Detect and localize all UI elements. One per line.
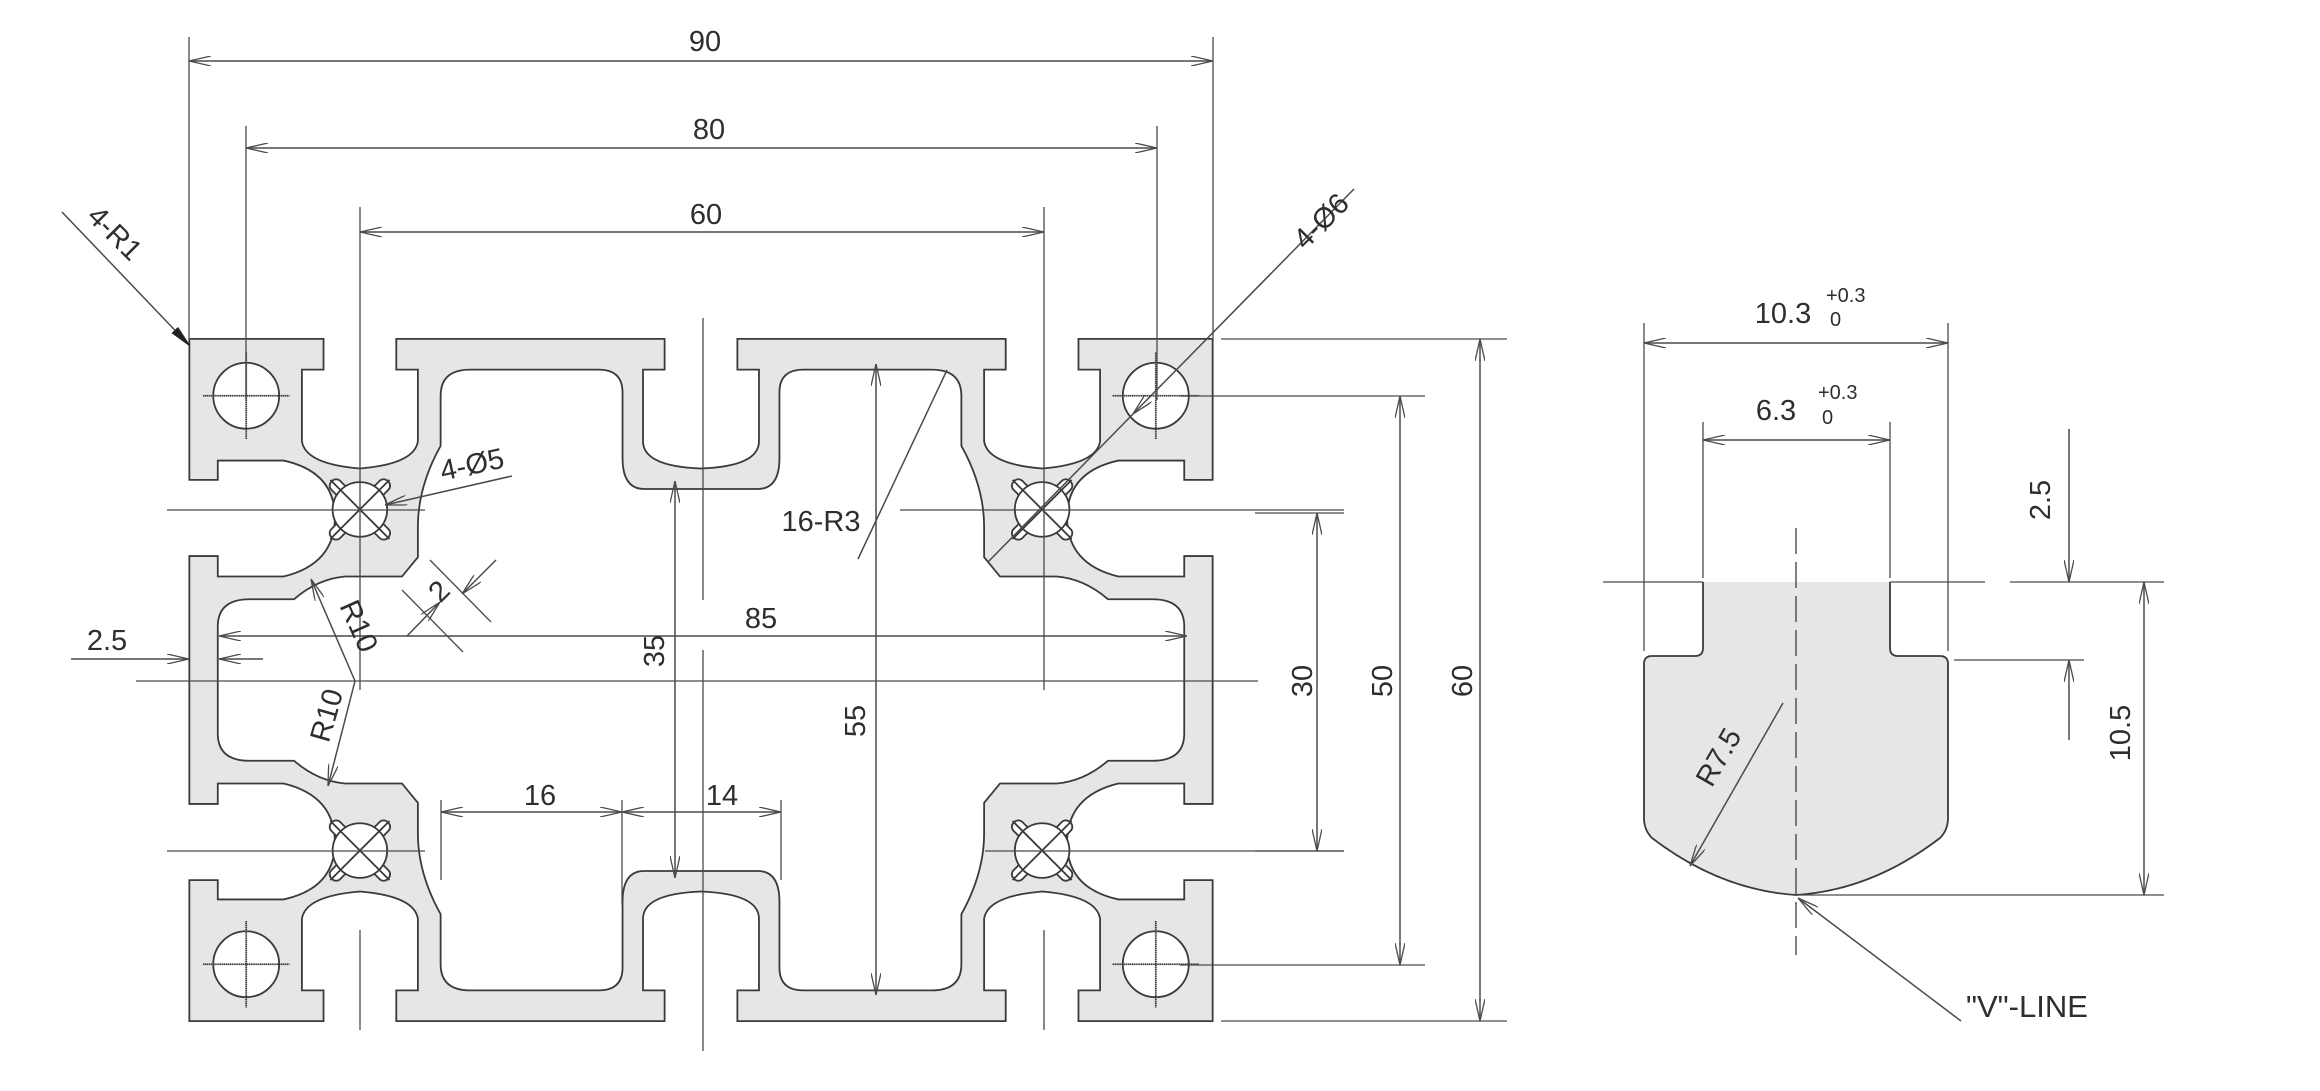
dim-10-3-tol-upper: +0.3	[1826, 285, 1865, 307]
dimension-lines	[61, 61, 1480, 1021]
central-cavity	[218, 370, 1184, 991]
dim-10-3-tol-lower: 0	[1830, 309, 1841, 331]
dimension-labels: 90 80 60 85 2.5 16 14 35 55 30 50 60 2 4…	[81, 26, 1479, 812]
dim-50: 50	[1367, 665, 1399, 697]
dim-60: 60	[690, 199, 722, 231]
slot-detail-view: 10.3 +0.3 0 6.3 +0.3 0 2.5 10.5 R7.5 "V"…	[1603, 285, 2164, 1024]
dim-14: 14	[706, 780, 738, 812]
leader-4-o6	[987, 413, 1134, 563]
dim-35: 35	[639, 635, 671, 667]
callout-4-r1: 4-R1	[81, 200, 148, 267]
leader-4-r1	[61, 211, 191, 347]
leader-r7-5	[1689, 702, 1784, 866]
leader-4-o5	[385, 475, 513, 506]
dim-2-5-slot: 2.5	[2025, 480, 2057, 520]
dim-6-3: 6.3	[1756, 395, 1796, 427]
profile-cross-section	[189, 339, 1212, 1021]
dim-line-2	[406, 602, 440, 637]
dim-6-3-tol-upper: +0.3	[1818, 382, 1857, 404]
dim-55: 55	[840, 705, 872, 737]
leader-r10-upper	[310, 579, 356, 682]
dim-60-vertical: 60	[1447, 665, 1479, 697]
dim-10-5: 10.5	[2105, 705, 2137, 761]
dim-90: 90	[689, 26, 721, 58]
dim-2-5: 2.5	[87, 625, 127, 657]
dim-6-3-tol-lower: 0	[1822, 407, 1833, 429]
center-lines	[136, 207, 1344, 1051]
leader-r10-lower	[327, 680, 356, 786]
dim-10-3: 10.3	[1755, 298, 1811, 330]
callout-16-r3: 16-R3	[782, 506, 861, 538]
v-line-label: "V"-LINE	[1966, 989, 2088, 1024]
dim-80: 80	[693, 114, 725, 146]
dim-line-2	[462, 559, 497, 594]
extension-lines	[188, 37, 1507, 1022]
leader-16-r3	[857, 369, 948, 560]
dim-85: 85	[745, 603, 777, 635]
leader-4-o6	[1133, 188, 1355, 414]
dim-16: 16	[524, 780, 556, 812]
dim-30: 30	[1287, 665, 1319, 697]
leader-v-line	[1798, 897, 1962, 1022]
